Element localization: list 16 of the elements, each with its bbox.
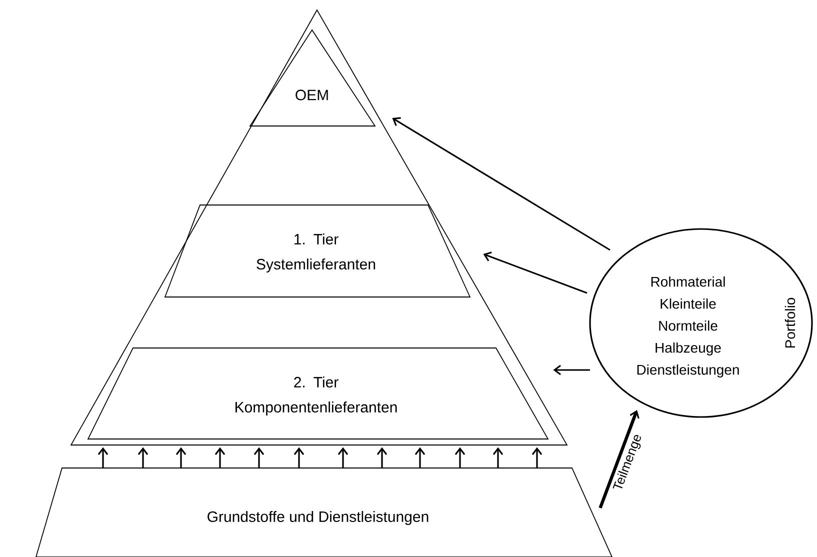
arrow: [532, 447, 542, 468]
arrow: [414, 447, 426, 468]
arrow: [176, 447, 186, 468]
arrow: [138, 447, 148, 468]
arrow: [492, 447, 504, 468]
arrow: [376, 447, 388, 468]
arrow: [454, 447, 466, 468]
arrow: [553, 364, 590, 376]
arrow: [483, 252, 588, 294]
arrow: [392, 117, 610, 251]
arrow: [294, 447, 304, 468]
arrow: [214, 447, 226, 468]
arrow: [338, 447, 348, 468]
arrow: [254, 447, 264, 468]
arrow: [98, 447, 108, 468]
arrow: [598, 410, 640, 509]
